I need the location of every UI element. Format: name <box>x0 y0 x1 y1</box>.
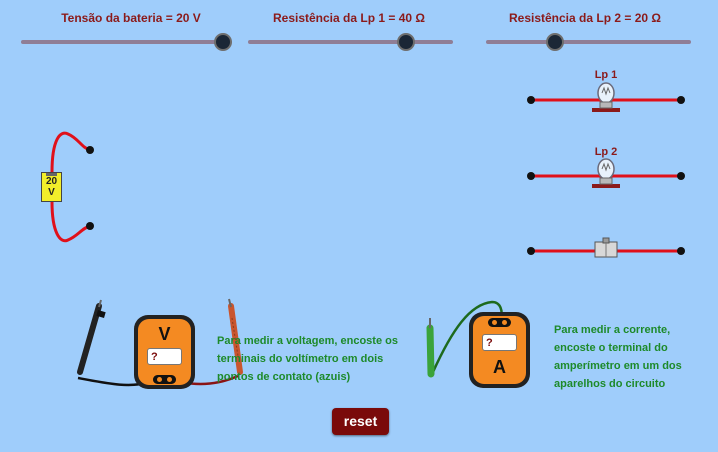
slider-label-lp2-resistance: Resistência da Lp 2 = 20 Ω <box>508 11 662 25</box>
lamp-lp2-label: Lp 2 <box>594 146 618 158</box>
ammeter-display: ? <box>482 334 517 351</box>
ammeter-help-text: Para medir a corrente, encoste o termina… <box>554 324 682 390</box>
battery-wire-bottom <box>50 201 91 243</box>
slider-track-lp2-resistance[interactable] <box>486 40 691 44</box>
switch-contact-right <box>677 247 685 255</box>
lp1-contact-right <box>677 96 685 104</box>
slider-track-battery-voltage[interactable] <box>21 40 232 44</box>
ammeter-letter: A <box>493 357 506 377</box>
switch-contact-left <box>527 247 535 255</box>
lamp-lp1-label: Lp 1 <box>594 69 618 81</box>
lamp-lp2-icon <box>592 158 620 188</box>
lamp-lp1-icon <box>592 82 620 112</box>
voltmeter-display: ? <box>147 348 182 365</box>
lp1-contact-left <box>527 96 535 104</box>
ammeter-reading: ? <box>486 337 493 349</box>
ammeter-green-probe-icon <box>426 318 435 378</box>
lp2-contact-left <box>527 172 535 180</box>
battery-wire-top <box>50 131 91 173</box>
battery: 20 V <box>41 172 62 202</box>
slider-label-lp1-resistance: Resistência da Lp 1 = 40 Ω <box>272 11 426 25</box>
voltmeter-reading: ? <box>151 351 158 363</box>
voltmeter-jacks <box>153 375 176 384</box>
battery-contact-top <box>86 146 94 154</box>
slider-knob-lp1-resistance[interactable] <box>397 33 415 51</box>
battery-contact-bottom <box>86 222 94 230</box>
ammeter-green-lead <box>431 300 503 373</box>
voltmeter-black-probe-icon <box>77 299 106 375</box>
battery-voltage-value: 20 <box>45 176 58 187</box>
voltmeter-help-text: Para medir a voltagem, encoste os termin… <box>217 335 398 383</box>
reset-button[interactable]: reset <box>332 408 389 435</box>
battery-voltage-unit: V <box>48 187 55 198</box>
ammeter-jacks <box>488 318 511 327</box>
slider-track-lp1-resistance[interactable] <box>248 40 453 44</box>
voltmeter-red-probe-icon <box>228 298 243 375</box>
lp2-contact-right <box>677 172 685 180</box>
voltmeter-letter: V <box>158 324 171 344</box>
slider-knob-lp2-resistance[interactable] <box>546 33 564 51</box>
voltmeter[interactable]: V ? <box>134 315 195 389</box>
ammeter[interactable]: ? A <box>469 312 530 388</box>
slider-knob-battery-voltage[interactable] <box>214 33 232 51</box>
connector-icon <box>594 237 618 258</box>
slider-label-battery-voltage: Tensão da bateria = 20 V <box>61 11 201 25</box>
